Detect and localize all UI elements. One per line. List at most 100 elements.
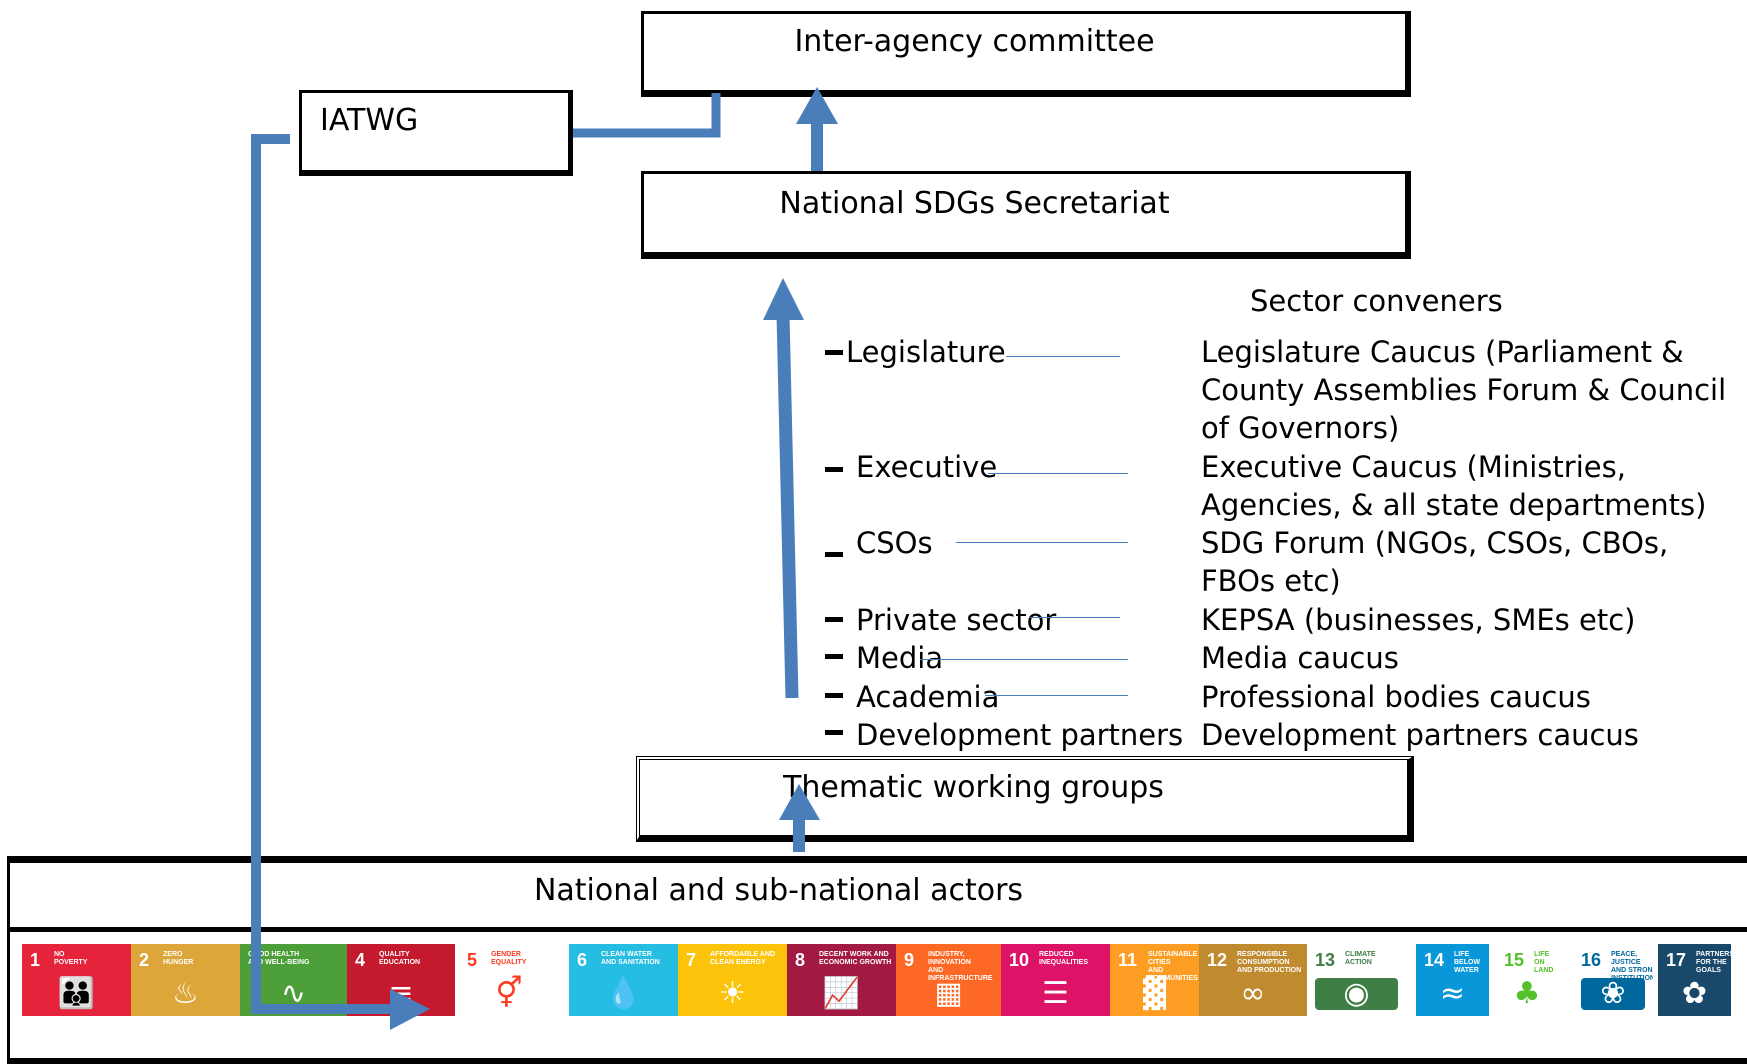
sectors-to-secretariat-arrow-shaft (776, 314, 799, 699)
sector-name: Private sector (856, 603, 1057, 637)
bullet-dash (825, 617, 843, 622)
sdg-goal-tile: 1 NO POVERTY 👪 (22, 944, 131, 1016)
sdg-goal-number: 5 (467, 950, 478, 970)
bullet-dash (825, 730, 843, 735)
sector-connector-line (988, 473, 1128, 474)
sector-connector-line (956, 542, 1128, 543)
bullet-dash (825, 552, 843, 557)
sdg-goal-label: LIFE ON LAND (1534, 951, 1554, 974)
sdg-goal-number: 1 (30, 950, 41, 970)
sdg-goal-tile: 8 DECENT WORK AND ECONOMIC GROWTH 📈 (787, 944, 896, 1016)
sdg-goal-number: 10 (1009, 950, 1030, 970)
gender-icon: ⚥ (495, 976, 523, 1011)
sdg-goal-number: 16 (1581, 950, 1602, 970)
sun-icon: ☀ (719, 976, 746, 1011)
cubes-icon: ▦ (934, 976, 963, 1011)
bullet-dash (825, 693, 843, 698)
sdg-goal-tile: 7 AFFORDABLE AND CLEAN ENERGY ☀ (678, 944, 787, 1016)
sector-convener-text: Media caucus (1201, 641, 1399, 675)
sdg-goal-label: QUALITY EDUCATION (379, 951, 421, 966)
bullet-dash (825, 350, 843, 355)
sdg-goal-tile: 5 GENDER EQUALITY ⚥ (459, 944, 559, 1016)
sdg-goal-label: LIFE BELOW WATER (1454, 951, 1481, 974)
eye-globe-icon: ◉ (1315, 978, 1398, 1010)
sdg-goal-number: 7 (686, 950, 697, 970)
sdg-goal-number: 11 (1118, 950, 1138, 970)
sdg-goal-label: AFFORDABLE AND CLEAN ENERGY (710, 951, 776, 966)
sdg-goal-label: DECENT WORK AND ECONOMIC GROWTH (819, 951, 892, 966)
sdg-goal-label: ZERO HUNGER (163, 951, 194, 966)
secretariat-to-committee-arrow-head (796, 87, 838, 124)
people-icon: 👪 (57, 976, 96, 1011)
sdg-goal-label: INDUSTRY, INNOVATION AND INFRASTRUCTURE (928, 951, 993, 982)
sdg-goal-tile: 15 LIFE ON LAND♣ (1496, 944, 1558, 1016)
sector-name: Executive (856, 450, 998, 484)
sdg-goal-number: 12 (1207, 950, 1228, 970)
dove-icon: ❀ (1581, 978, 1645, 1010)
inter-agency-committee-label: Inter-agency committee (794, 24, 1155, 59)
sdg-goal-label: NO POVERTY (54, 951, 88, 966)
iatwg-to-committee-connector (573, 93, 721, 138)
actors-to-thematic-arrow-head (779, 784, 820, 820)
sector-name: Development partners (856, 718, 1184, 752)
iatwg-to-actors-connector (251, 134, 395, 1014)
iatwg-label: IATWG (320, 103, 419, 138)
sector-convener-text: of Governors) (1201, 411, 1400, 445)
sdg-goal-tile: 9 INDUSTRY, INNOVATION AND INFRASTRUCTURE… (896, 944, 1001, 1016)
sdg-goal-number: 13 (1315, 950, 1336, 970)
sector-name: Legislature (846, 335, 1006, 369)
sdg-goal-label: RESPONSIBLE CONSUMPTION AND PRODUCTION (1237, 951, 1302, 974)
sector-convener-text: Executive Caucus (Ministries, (1201, 450, 1626, 484)
thematic-working-groups-label: Thematic working groups (783, 770, 1164, 805)
national-actors-label: National and sub-national actors (533, 873, 1024, 908)
sector-convener-text: SDG Forum (NGOs, CSOs, CBOs, (1201, 526, 1669, 560)
sector-convener-text: KEPSA (businesses, SMEs etc) (1201, 603, 1636, 637)
flower-icon: ✿ (1666, 978, 1723, 1010)
fish-icon: ≈ (1424, 978, 1481, 1010)
sdg-goal-tile: 14 LIFE BELOW WATER ≈ (1416, 944, 1489, 1016)
national-actors-divider (10, 927, 1747, 932)
sdg-goal-label: CLEAN WATER AND SANITATION (601, 951, 660, 966)
bowl-icon: ♨ (172, 976, 199, 1011)
sdg-goal-number: 15 (1504, 950, 1525, 970)
sdg-goal-number: 8 (795, 950, 806, 970)
city-icon: ▓ (1142, 976, 1167, 1011)
secretariat-label: National SDGs Secretariat (779, 186, 1170, 221)
equal-icon: ☰ (1042, 976, 1069, 1011)
growth-icon: 📈 (822, 976, 861, 1011)
sdg-goal-label: REDUCED INEQUALITIES (1039, 951, 1089, 966)
sdg-goal-number: 4 (355, 950, 366, 970)
iatwg-box: IATWG (299, 90, 573, 176)
thematic-working-groups-box: Thematic working groups (636, 756, 1414, 842)
sector-connector-line (985, 695, 1128, 696)
sectors-to-secretariat-arrow-head (763, 278, 804, 320)
sector-name: CSOs (856, 526, 933, 560)
sector-connector-line (1006, 356, 1120, 357)
sector-convener-text: Professional bodies caucus (1201, 680, 1591, 714)
sdg-goal-number: 9 (904, 950, 915, 970)
sdg-goal-number: 14 (1424, 950, 1445, 970)
water-icon: 💧 (604, 976, 643, 1011)
sdg-goal-tile: 10 REDUCED INEQUALITIES ☰ (1001, 944, 1110, 1016)
bullet-dash (825, 654, 843, 659)
sector-name: Academia (856, 680, 1000, 714)
sector-conveners-heading: Sector conveners (1250, 284, 1503, 318)
sector-connector-line (1030, 617, 1120, 618)
sector-convener-text: FBOs etc) (1201, 564, 1341, 598)
sector-convener-text: Agencies, & all state departments) (1201, 488, 1707, 522)
inter-agency-committee-box: Inter-agency committee (641, 11, 1411, 97)
tree-icon: ♣ (1513, 976, 1541, 1011)
bullet-dash (825, 467, 843, 472)
sdg-goal-tile: 17PARTNERSHIPS FOR THE GOALS✿ (1658, 944, 1731, 1016)
sdg-goal-number: 17 (1666, 950, 1687, 970)
sdg-goal-label: GENDER EQUALITY (491, 951, 527, 966)
sector-convener-text: County Assemblies Forum & Council (1201, 373, 1727, 407)
infinity-icon: ∞ (1240, 976, 1266, 1011)
iatwg-to-actors-arrow-head (390, 989, 430, 1030)
sector-name: Media (856, 641, 944, 675)
